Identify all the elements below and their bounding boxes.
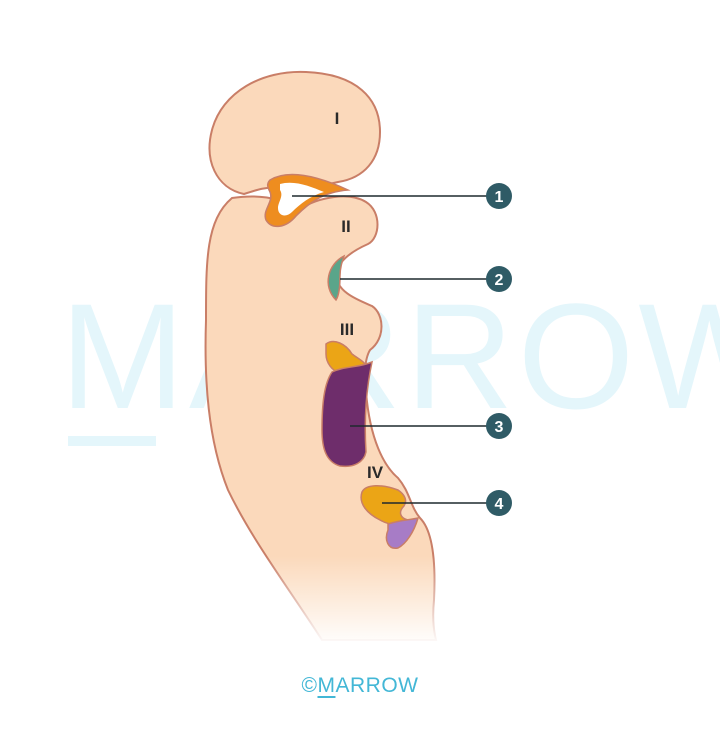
callout-number-3: 3	[495, 419, 504, 436]
arch-label-I: I	[335, 109, 340, 128]
callout-number-1: 1	[495, 189, 504, 206]
pouch-1-lumen	[278, 182, 324, 216]
callout-number-2: 2	[495, 272, 504, 289]
embryo-body	[204, 195, 438, 641]
watermark: MARROW	[60, 272, 720, 446]
copyright-symbol: ©	[301, 674, 318, 697]
watermark-text: MARROW	[60, 272, 720, 440]
callout-2: 2	[486, 266, 512, 292]
copyright-brand-initial: M	[317, 674, 336, 697]
pouch-4-lower	[385, 516, 420, 549]
copyright-brand-rest: ARROW	[335, 674, 419, 697]
body-fade	[190, 556, 460, 646]
copyright-notice: ©MARROW	[0, 674, 720, 698]
callout-4: 4	[486, 490, 512, 516]
arch-label-IV: IV	[367, 463, 384, 482]
pouch-3-lower	[321, 360, 374, 468]
arch-label-III: III	[340, 320, 354, 339]
pouch-2	[327, 254, 346, 302]
callout-1: 1	[486, 183, 512, 209]
leader-lines	[292, 195, 488, 504]
arch-label-II: II	[341, 217, 350, 236]
pouch-4-upper	[360, 485, 410, 526]
callout-number-4: 4	[495, 496, 504, 513]
watermark-underline	[68, 436, 156, 446]
callout-3: 3	[486, 413, 512, 439]
